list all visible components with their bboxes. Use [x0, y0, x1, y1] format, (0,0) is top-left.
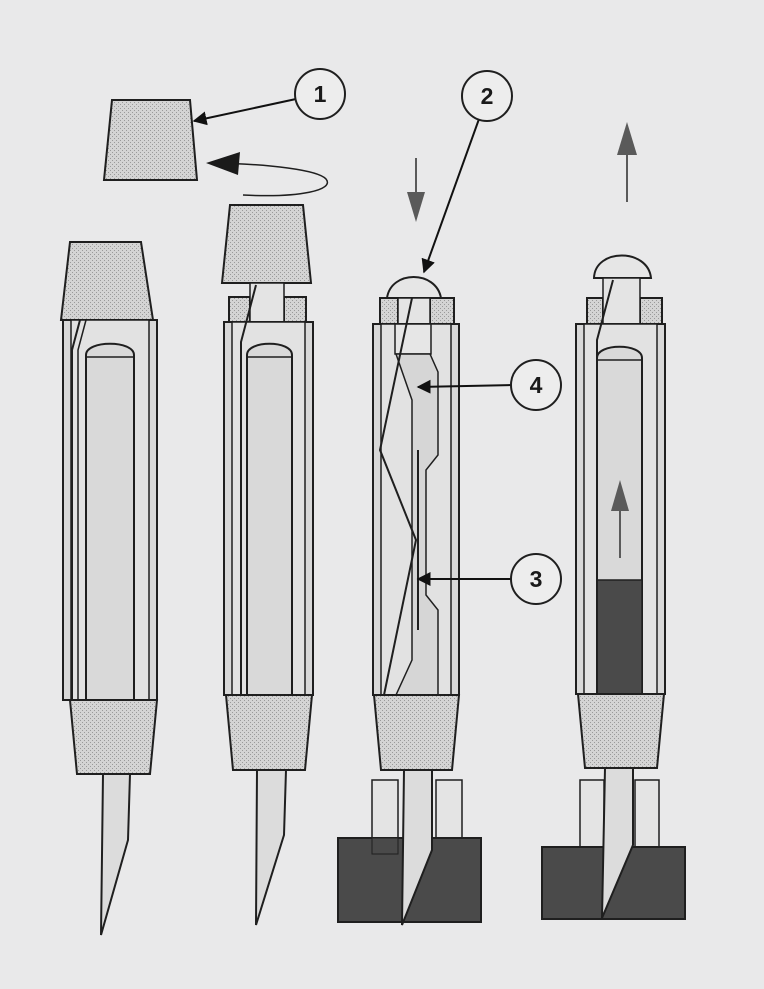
callout-2-label: 2 [481, 83, 494, 109]
detached-cap [102, 99, 199, 181]
syringe-3 [337, 276, 482, 926]
up-arrow-icon [617, 122, 637, 202]
callout-2: 2 [421, 70, 513, 274]
callout-1-label: 1 [314, 81, 327, 107]
rotate-arrow-icon [206, 152, 329, 197]
callout-4-label: 4 [530, 372, 543, 398]
callout-3-label: 3 [530, 566, 543, 592]
down-arrow-icon [407, 158, 425, 222]
callout-1: 1 [192, 68, 346, 126]
syringe-2 [220, 204, 314, 926]
callout-4: 4 [416, 359, 562, 411]
callout-3: 3 [416, 553, 562, 605]
syringe-4 [541, 254, 686, 920]
syringe-1 [59, 241, 159, 936]
up-arrow-icon [611, 480, 629, 558]
